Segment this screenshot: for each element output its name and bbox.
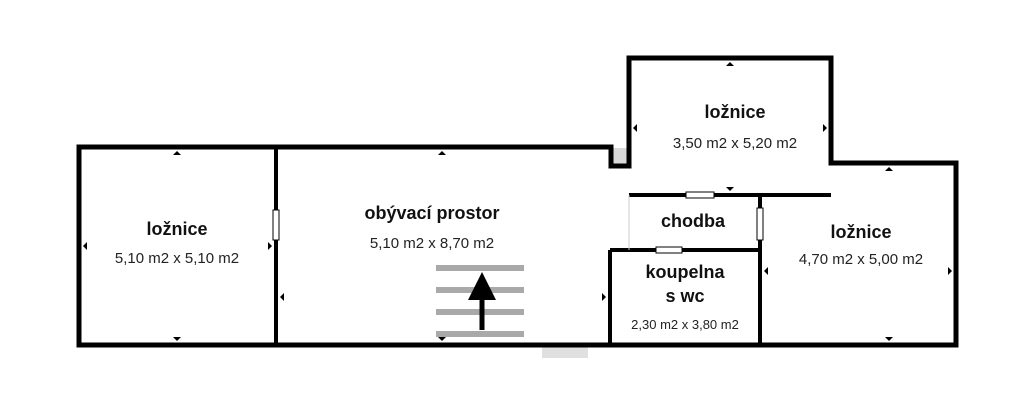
stair-step bbox=[436, 331, 524, 337]
outside-notch-top bbox=[612, 148, 630, 166]
floor-main bbox=[79, 147, 611, 345]
outside-notch-bottom bbox=[542, 346, 588, 358]
room-dims-bedroom-top: 3,50 m2 x 5,20 m2 bbox=[673, 135, 797, 152]
dimension-markers bbox=[83, 62, 952, 341]
room-name-bathroom-line1: koupelna bbox=[645, 262, 725, 282]
marker-arrow bbox=[268, 242, 272, 250]
room-dims-bedroom-right: 4,70 m2 x 5,00 m2 bbox=[799, 251, 923, 268]
room-name-bedroom-left: ložnice bbox=[146, 219, 207, 239]
marker-arrow bbox=[438, 337, 446, 341]
marker-arrow bbox=[438, 151, 446, 155]
door-bedroom-top bbox=[685, 191, 715, 199]
room-dims-bedroom-left: 5,10 m2 x 5,10 m2 bbox=[115, 250, 239, 267]
exterior-wall bbox=[76, 55, 959, 348]
marker-arrow bbox=[885, 167, 893, 171]
room-name-living: obývací prostor bbox=[364, 203, 499, 223]
door-bathroom bbox=[655, 246, 683, 254]
marker-arrow bbox=[948, 267, 952, 275]
room-name-bedroom-right: ložnice bbox=[830, 222, 891, 242]
stairs bbox=[436, 265, 524, 337]
room-dims-bathroom: 2,30 m2 x 3,80 m2 bbox=[631, 317, 739, 332]
marker-arrow bbox=[726, 62, 734, 66]
room-name-bathroom-line2: s wc bbox=[665, 286, 704, 306]
marker-arrow bbox=[764, 267, 768, 275]
room-name-bedroom-top: ložnice bbox=[704, 102, 765, 122]
marker-arrow bbox=[173, 337, 181, 341]
marker-arrow bbox=[602, 293, 606, 301]
door-left-bedroom bbox=[272, 209, 280, 241]
stair-step bbox=[436, 265, 524, 271]
marker-arrow bbox=[83, 242, 87, 250]
marker-arrow bbox=[633, 124, 637, 132]
marker-arrow bbox=[173, 151, 181, 155]
room-name-hallway: chodba bbox=[661, 211, 726, 231]
marker-arrow bbox=[823, 124, 827, 132]
marker-arrow bbox=[280, 293, 284, 301]
marker-arrow bbox=[726, 187, 734, 191]
marker-arrow bbox=[885, 337, 893, 341]
room-dims-living: 5,10 m2 x 8,70 m2 bbox=[370, 235, 494, 252]
door-bedroom-right bbox=[756, 207, 764, 241]
stair-arrow-head bbox=[468, 272, 496, 300]
